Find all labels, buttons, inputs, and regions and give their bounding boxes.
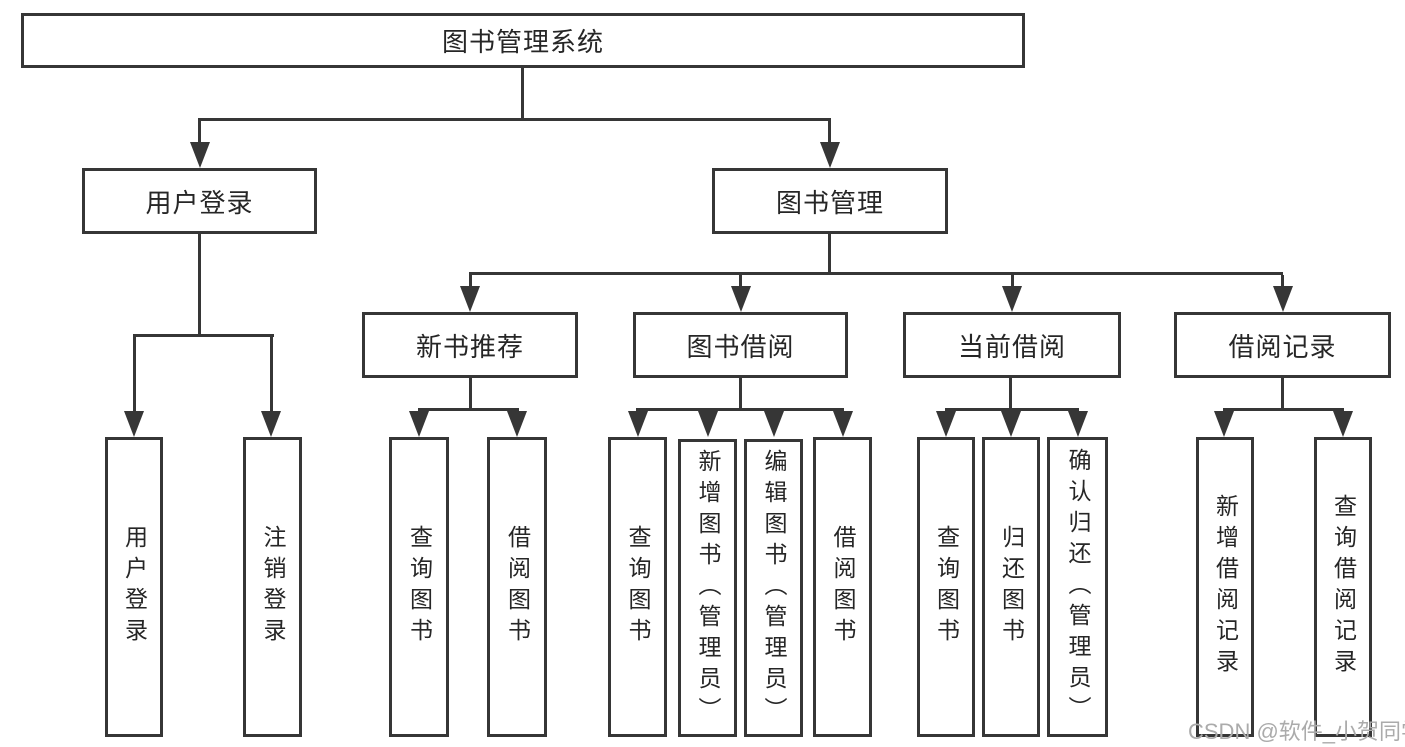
arrowhead-current-query	[936, 411, 956, 437]
connector-stub-borrow-records	[1281, 275, 1284, 286]
node-root-library-system: 图书管理系统	[21, 13, 1025, 68]
leaf-records-query-record: 查询借阅记录	[1314, 437, 1372, 737]
connector-root-hline	[198, 118, 831, 121]
connector-userlogin-hline	[133, 334, 274, 337]
leaf-current-query-books: 查询图书	[917, 437, 975, 737]
arrowhead-new-books	[460, 286, 480, 312]
connector-records-vline	[1281, 378, 1284, 410]
leaf-borrowing-borrow-books: 借阅图书	[813, 437, 872, 737]
leaf-logout-label: 注销登录	[260, 525, 286, 649]
connector-borrowing-vline	[739, 378, 742, 410]
connector-borrowing-hline	[636, 408, 844, 411]
arrowhead-borrowing-borrow	[833, 411, 853, 437]
connector-stub-new-books	[469, 275, 472, 286]
node-current-borrowing-label: 当前借阅	[957, 331, 1066, 362]
arrowhead-newbook-borrow	[507, 411, 527, 437]
arrowhead-leaf-logout	[261, 411, 281, 437]
arrowhead-newbook-query	[409, 411, 429, 437]
leaf-records-add-record: 新增借阅记录	[1196, 437, 1254, 737]
connector-userlogin-vline	[198, 234, 201, 336]
arrowhead-book-management	[820, 142, 840, 168]
node-book-borrowing: 图书借阅	[633, 312, 848, 378]
leaf-current-confirm-return-admin: 确认归还（管理员）	[1047, 437, 1108, 737]
connector-newbook-hline	[418, 408, 519, 411]
arrowhead-borrowing-edit	[764, 411, 784, 437]
connector-stub-leaf-logout	[270, 337, 273, 411]
leaf-current-query-books-label: 查询图书	[933, 525, 960, 649]
connector-current-hline	[945, 408, 1079, 411]
node-new-book-recommend-label: 新书推荐	[415, 331, 524, 362]
arrowhead-borrow-records	[1273, 286, 1293, 312]
node-new-book-recommend: 新书推荐	[362, 312, 578, 378]
leaf-current-return-books: 归还图书	[982, 437, 1040, 737]
node-book-management: 图书管理	[712, 168, 948, 234]
leaf-current-return-books-label: 归还图书	[998, 525, 1025, 649]
leaf-user-login-label: 用户登录	[121, 525, 148, 649]
connector-newbook-vline	[469, 378, 472, 410]
node-book-management-label: 图书管理	[775, 187, 884, 218]
connector-stub-book-management	[828, 121, 831, 142]
leaf-borrowing-query-books: 查询图书	[608, 437, 667, 737]
node-user-login: 用户登录	[82, 168, 317, 234]
connector-root-vline	[521, 68, 524, 118]
leaf-borrowing-edit-books-admin: 编辑图书（管理员）	[744, 439, 803, 737]
csdn-watermark: CSDN @软件_小贺同学	[1188, 719, 1405, 744]
leaf-user-login: 用户登录	[105, 437, 163, 737]
arrowhead-borrowing-query	[628, 411, 648, 437]
connector-stub-current-borrow	[1011, 275, 1014, 286]
leaf-newbook-borrow-books-label: 借阅图书	[504, 525, 531, 649]
node-root-label: 图书管理系统	[441, 27, 604, 57]
connector-stub-leaf-login	[133, 337, 136, 411]
arrowhead-records-add	[1214, 411, 1234, 437]
arrowhead-leaf-login	[124, 411, 144, 437]
arrowhead-records-query	[1333, 411, 1353, 437]
connector-records-hline	[1223, 408, 1344, 411]
leaf-current-confirm-return-admin-label: 确认归还（管理员）	[1065, 447, 1091, 727]
leaf-borrowing-add-books-admin-label: 新增图书（管理员）	[695, 448, 721, 728]
connector-bookmgmt-vline	[828, 234, 831, 272]
leaf-borrowing-edit-books-admin-label: 编辑图书（管理员）	[761, 448, 787, 728]
node-borrowing-records-label: 借阅记录	[1228, 331, 1337, 362]
connector-stub-book-borrow	[739, 275, 742, 286]
arrowhead-book-borrow	[731, 286, 751, 312]
connector-stub-user-login	[198, 121, 201, 142]
leaf-borrowing-borrow-books-label: 借阅图书	[830, 525, 856, 649]
leaf-records-add-record-label: 新增借阅记录	[1212, 494, 1239, 680]
node-user-login-label: 用户登录	[145, 187, 254, 218]
leaf-newbook-query-books-label: 查询图书	[406, 525, 433, 649]
node-borrowing-records: 借阅记录	[1174, 312, 1391, 378]
leaf-records-query-record-label: 查询借阅记录	[1330, 494, 1357, 680]
arrowhead-borrowing-add	[698, 411, 718, 437]
arrowhead-current-return	[1001, 411, 1021, 437]
leaf-newbook-borrow-books: 借阅图书	[487, 437, 547, 737]
leaf-borrowing-query-books-label: 查询图书	[625, 525, 651, 649]
leaf-borrowing-add-books-admin: 新增图书（管理员）	[678, 439, 737, 737]
node-book-borrowing-label: 图书借阅	[686, 331, 795, 362]
connector-bookmgmt-hline	[469, 272, 1283, 275]
connector-current-vline	[1009, 378, 1012, 410]
arrowhead-current-confirm	[1068, 411, 1088, 437]
arrowhead-user-login	[190, 142, 210, 168]
leaf-logout: 注销登录	[243, 437, 302, 737]
arrowhead-current-borrow	[1002, 286, 1022, 312]
node-current-borrowing: 当前借阅	[903, 312, 1121, 378]
leaf-newbook-query-books: 查询图书	[389, 437, 449, 737]
